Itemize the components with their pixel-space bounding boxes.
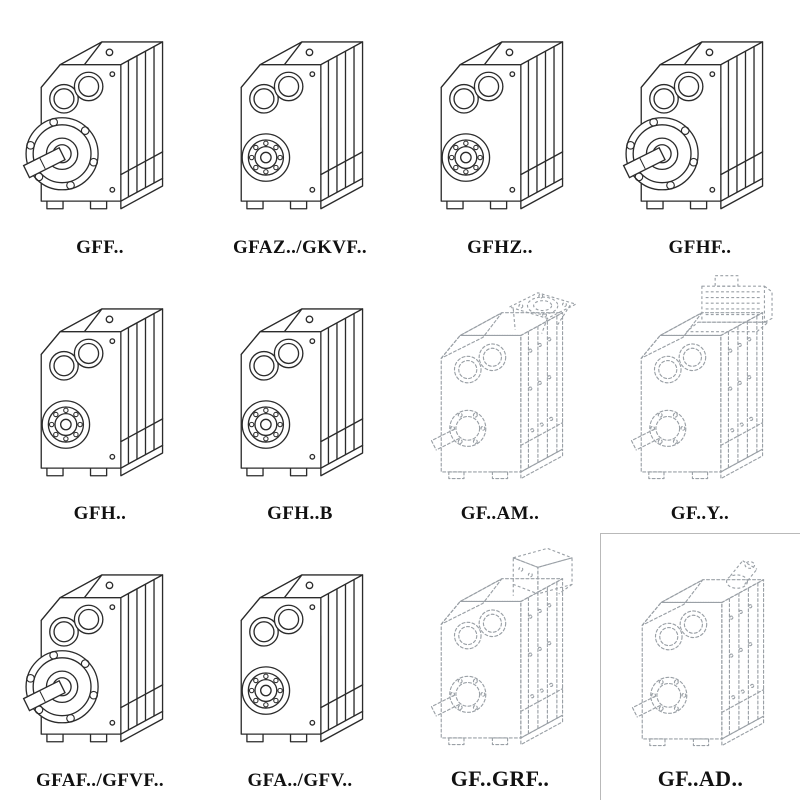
model-label: GFAF../GFVF..	[35, 769, 164, 791]
catalog-item-gfaf-gfvf: GFAF../GFVF..	[0, 533, 200, 800]
catalog-item-gfhz: GFHZ..	[400, 0, 600, 267]
catalog-item-gfh: GFH..	[0, 267, 200, 534]
catalog-item-gf-grf: GF..GRF..	[400, 533, 600, 800]
gearbox-flange-drawing-icon	[609, 4, 791, 222]
gearbox-flange-drawing-icon	[9, 537, 191, 755]
gearbox-shaft-drawing-icon	[209, 537, 391, 755]
catalog-item-gfhf: GFHF..	[600, 0, 800, 267]
gearbox-shaft-drawing-icon	[9, 271, 191, 489]
catalog-item-gfh-b: GFH..B	[200, 267, 400, 534]
catalog-item-gff: GFF..	[0, 0, 200, 267]
model-label: GFF..	[76, 236, 124, 258]
gearbox-flange-drawing-icon	[9, 4, 191, 222]
catalog-item-gf-y: GF..Y..	[600, 267, 800, 534]
model-label: GFHZ..	[467, 236, 533, 258]
model-label: GF..GRF..	[450, 765, 550, 791]
catalog-item-gf-am: GF..AM..	[400, 267, 600, 534]
gearbox-input-shaft-drawing-icon	[610, 538, 792, 756]
model-label: GFH..B	[267, 503, 333, 525]
catalog-item-gfa-gfv: GFA../GFV..	[200, 533, 400, 800]
model-label: GF..Y..	[670, 503, 730, 525]
gearbox-adapter-drawing-icon	[409, 537, 591, 755]
catalog-item-gf-ad: GF..AD..	[600, 533, 800, 800]
catalog-item-gfaz-gkvf: GFAZ../GKVF..	[200, 0, 400, 267]
gearbox-shaft-drawing-icon	[209, 4, 391, 222]
model-label: GFH..	[73, 503, 127, 525]
gearbox-shaft-drawing-icon	[409, 4, 591, 222]
model-label: GF..AM..	[460, 503, 540, 525]
gearbox-motor-flange-drawing-icon	[409, 271, 591, 489]
gearbox-with-motor-drawing-icon	[609, 271, 791, 489]
gearbox-shaft-drawing-icon	[209, 271, 391, 489]
model-label: GF..AD..	[657, 765, 744, 791]
model-label: GFHF..	[668, 236, 732, 258]
model-label: GFA../GFV..	[247, 769, 353, 791]
model-label: GFAZ../GKVF..	[233, 236, 367, 258]
